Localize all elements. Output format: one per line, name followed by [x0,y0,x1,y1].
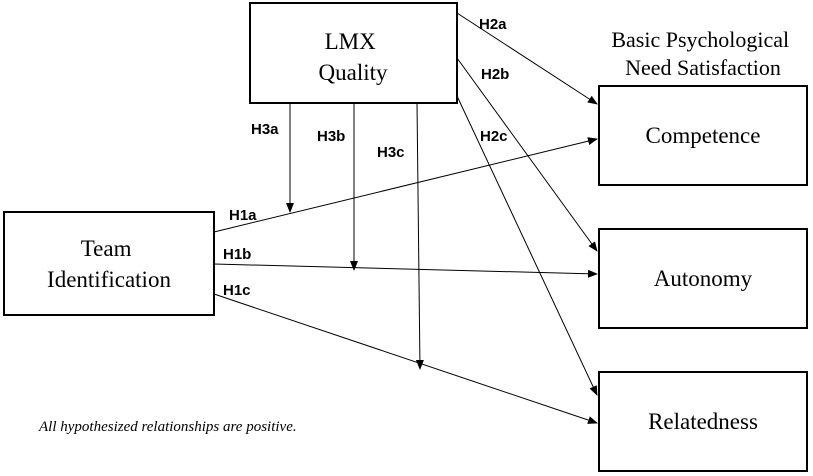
h3a-label: H3a [251,121,279,138]
lmx-label-line-1: LMX [325,29,377,54]
team-identification-label: Team Identification [47,236,171,292]
h3b-label: H3b [317,128,345,145]
group-label-line-2: Need Satisfaction [625,55,781,80]
h2c-arrow [456,95,598,396]
autonomy-box [598,228,808,329]
h2b-arrow [456,57,598,252]
h2c-label: H2c [480,128,508,145]
lmx-quality-box [249,2,458,104]
h2b-label: H2b [481,66,509,83]
need-satisfaction-group-label: Basic Psychological Need Satisfaction [611,27,794,80]
lmx-label-line-2: Quality [319,60,388,85]
h3c-arrow [415,102,424,370]
group-label-line-1: Basic Psychological [611,27,789,52]
h2a-arrow [456,12,598,105]
relationships-note: All hypothesized relationships are posit… [38,419,297,435]
h1a-label: H1a [229,207,257,224]
h1b-label: H1b [223,246,251,263]
h1c-arrow [213,293,598,424]
relatedness-box [598,371,808,472]
team-label-line-2: Identification [47,267,171,292]
lmx-quality-label: LMX Quality [319,29,388,85]
competence-label: Competence [646,123,761,148]
h1a-arrow [213,137,598,233]
h1c-label: H1c [223,282,251,299]
competence-box [598,85,808,186]
team-identification-box [3,211,215,316]
h2a-label: H2a [479,16,507,33]
h1b-arrow [213,263,598,278]
relatedness-label: Relatedness [648,409,758,434]
h3c-label: H3c [377,144,405,161]
autonomy-label: Autonomy [654,266,753,291]
team-label-line-1: Team [81,236,132,261]
